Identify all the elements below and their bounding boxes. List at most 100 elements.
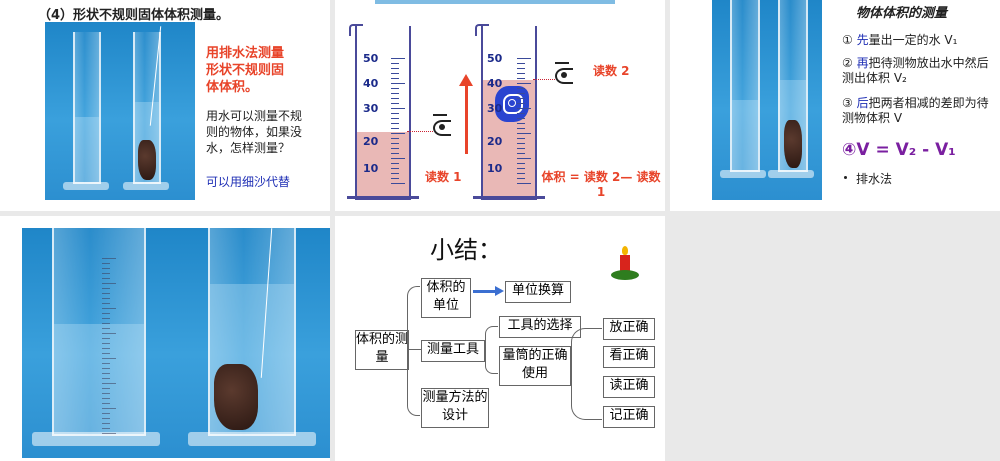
eye-icon-2 (555, 62, 577, 84)
scale-tick (102, 398, 110, 399)
step-3: ③ 后把两者相减的差即为待测物体积 V (842, 96, 998, 126)
scale-tick (102, 268, 110, 269)
scale-tick (102, 258, 116, 259)
scale-tick (102, 413, 110, 414)
scale-tick (102, 418, 110, 419)
scale-tick (391, 143, 399, 144)
scale-tick (102, 403, 110, 404)
cylinder-diagram-left (355, 26, 411, 200)
slide-1[interactable]: （4）形状不规则固体体积测量。 用排水法测量形状不规则固体体积。 用水可以测量不… (0, 0, 330, 211)
mindmap-tool-selection: 工具的选择 (499, 316, 581, 338)
slide-1-heading: （4）形状不规则固体体积测量。 (38, 8, 230, 23)
reading-2-label: 读数 2 (593, 64, 630, 78)
scale-tick (517, 178, 525, 179)
slide-4[interactable] (0, 216, 330, 461)
scale-tick (517, 118, 525, 119)
step-3-number: ③ (842, 96, 853, 110)
step-3-text: 把两者相减的差即为待测物体积 V (842, 96, 989, 125)
scale-tick (102, 318, 110, 319)
slide-3[interactable]: 物体体积的测量 ① 先量出一定的水 V₁ ② 再把待测物放出水中然后测出体积 V… (670, 0, 1000, 211)
slide-2[interactable]: 50 40 30 20 10 读数 1 50 40 30 20 10 读数 2 … (335, 0, 665, 211)
scale-tick (102, 423, 110, 424)
empty-slot (670, 216, 1000, 461)
reading-1-label: 读数 1 (425, 170, 462, 184)
scale-tick (517, 183, 531, 184)
scale-tick (517, 128, 525, 129)
sand-answer-text: 可以用细沙代替 (206, 175, 291, 189)
cylinder-large-right (208, 228, 296, 436)
cylinder-large-left (52, 228, 146, 436)
scale-tick (391, 78, 399, 79)
question-text: 用水可以测量不规则的物体，如果没水，怎样测量？ (206, 109, 303, 155)
step-1-keyword: 先 (856, 33, 869, 47)
scale-tick (391, 168, 399, 169)
scale-tick (391, 128, 399, 129)
mindmap-cylinder-usage: 量筒的正确使用 (499, 346, 571, 386)
scale-tick (391, 73, 399, 74)
slide-5[interactable]: 小结： 体积的测量 体积的单位 单位换算 测量工具 工具的选择 量筒的正确使用 … (335, 216, 665, 461)
scale-tick (517, 63, 525, 64)
step-2-text: 把待测物放出水中然后测出体积 V₂ (842, 56, 989, 85)
scale-tick (391, 108, 405, 109)
mindmap-root: 体积的测量 (355, 330, 409, 370)
scale-tick (102, 388, 110, 389)
cylinder-photo-large (22, 228, 330, 458)
left-scale-30: 30 (363, 102, 379, 115)
left-scale-40: 40 (363, 77, 379, 90)
scale-tick (517, 123, 525, 124)
step-1: ① 先量出一定的水 V₁ (842, 32, 1000, 48)
scale-tick (391, 148, 399, 149)
scale-tick (102, 373, 110, 374)
step-3-keyword: 后 (856, 96, 869, 110)
scale-tick (102, 428, 110, 429)
scale-tick (517, 158, 531, 159)
scale-tick (102, 378, 110, 379)
scale-tick (517, 98, 525, 99)
mindmap-leaf-look: 看正确 (603, 346, 655, 368)
scale-tick (517, 108, 531, 109)
rock (138, 140, 156, 180)
cylinder-diagram-right (481, 26, 537, 200)
scale-tick (102, 363, 110, 364)
scale-tick (102, 308, 116, 309)
cylinder-photo-small (45, 22, 195, 200)
scale-tick (391, 103, 399, 104)
scale-tick (102, 283, 116, 284)
summary-title: 小结： (430, 236, 502, 264)
scale-tick (517, 93, 525, 94)
left-scale-50: 50 (363, 52, 379, 65)
scale-tick (391, 178, 399, 179)
scale-tick (517, 138, 525, 139)
mindmap-volume-unit: 体积的单位 (421, 278, 471, 318)
right-scale-40: 40 (487, 77, 503, 90)
water-level-dotted-line-2 (533, 79, 555, 80)
volume-formula: 体积 = 读数 2— 读数 1 (541, 170, 661, 199)
scale-tick (102, 338, 110, 339)
scale-tick (391, 88, 399, 89)
scale-tick (102, 298, 110, 299)
scale-tick (517, 113, 525, 114)
scale-tick (391, 83, 405, 84)
scale-tick (102, 263, 110, 264)
scale-tick (391, 133, 405, 134)
scale-tick (102, 313, 110, 314)
scale-tick (391, 68, 399, 69)
mindmap-method-design: 测量方法的设计 (421, 388, 489, 428)
scale-tick (391, 158, 405, 159)
scale-tick (102, 323, 110, 324)
step-1-number: ① (842, 33, 853, 47)
mindmap-unit-conversion: 单位换算 (505, 281, 571, 303)
cylinder-left (73, 32, 101, 184)
right-scale-30: 30 (487, 102, 503, 115)
mindmap-leaf-read: 读正确 (603, 376, 655, 398)
scale-tick (102, 278, 110, 279)
bullet-text: 排水法 (856, 172, 893, 186)
candle-icon (611, 246, 639, 284)
scale-tick (517, 173, 525, 174)
eye-icon (433, 114, 455, 136)
scale-tick (102, 353, 110, 354)
mindmap-measuring-tools: 测量工具 (421, 340, 485, 362)
scale-tick (517, 143, 525, 144)
scale-tick (102, 383, 116, 384)
scale-tick (517, 68, 525, 69)
